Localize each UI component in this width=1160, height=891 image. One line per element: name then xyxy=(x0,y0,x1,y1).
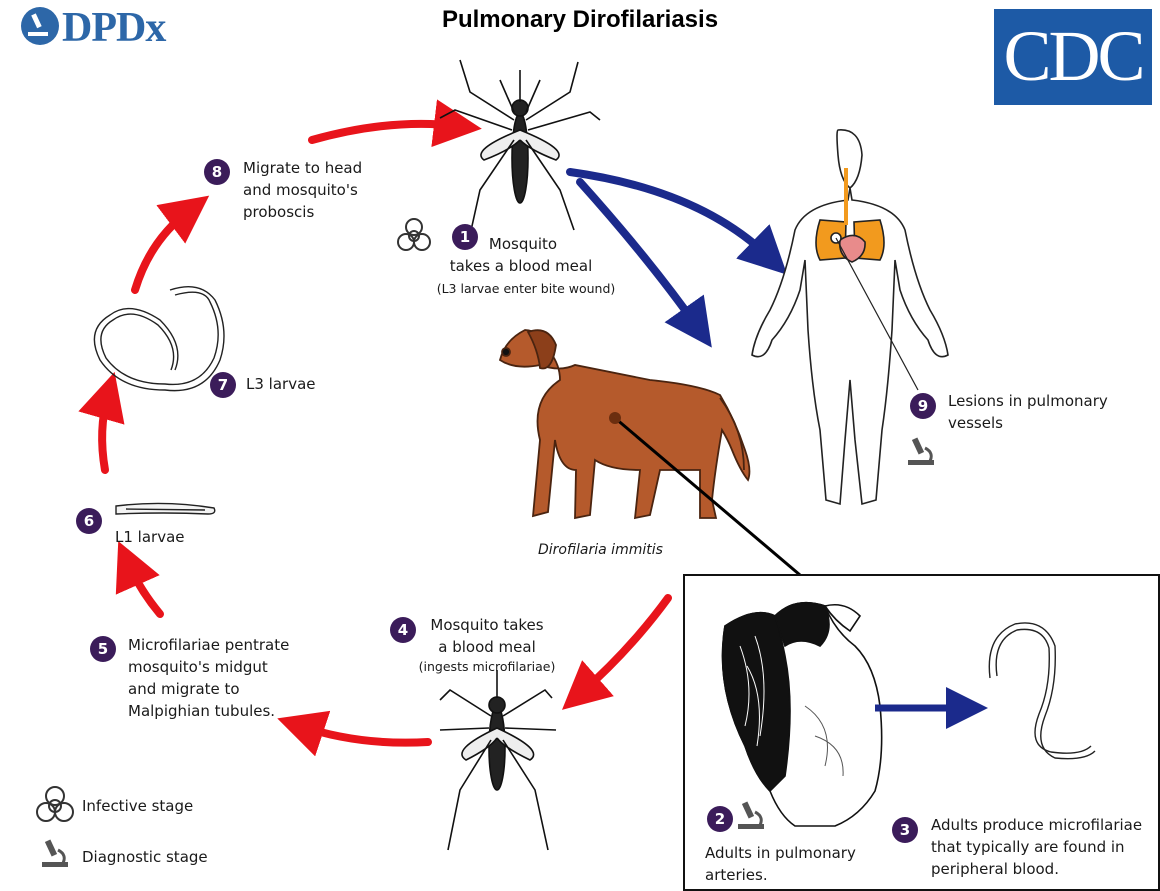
arrow-7-to-8 xyxy=(135,210,190,290)
step-2-microscope-icon xyxy=(738,801,764,829)
dog-illustration xyxy=(500,330,749,518)
species-label: Dirofilaria immitis xyxy=(538,540,663,560)
step-8-text-line1: Migrate to head xyxy=(243,158,362,178)
step-badge-3: 3 xyxy=(892,817,918,843)
arrow-8-to-1 xyxy=(312,124,458,140)
step-3-text-line1: Adults produce microfilariae xyxy=(931,815,1142,835)
step-9-text-line2: vessels xyxy=(948,413,1003,433)
mosquito-bottom-illustration xyxy=(440,670,556,850)
step-badge-9: 9 xyxy=(910,393,936,419)
step-badge-2: 2 xyxy=(707,806,733,832)
step-7-text: L3 larvae xyxy=(246,374,316,394)
step-badge-7: 7 xyxy=(210,372,236,398)
heart-illustration xyxy=(723,603,882,826)
step-badge-1: 1 xyxy=(452,224,478,250)
arrow-3-to-4 xyxy=(580,598,668,694)
step-5-text-line4: Malpighian tubules. xyxy=(128,701,275,721)
step-5-text-line1: Microfilariae pentrate xyxy=(128,635,289,655)
step-4-text-line2: a blood meal xyxy=(412,637,562,657)
mosquito-top-illustration xyxy=(440,60,600,235)
step-3-text-line3: peripheral blood. xyxy=(931,859,1059,879)
step-1-text-line2: takes a blood meal xyxy=(446,256,596,276)
step-3-text-line2: that typically are found in xyxy=(931,837,1125,857)
step-4-note: (ingests microfilariae) xyxy=(402,659,572,675)
l3-larva-illustration xyxy=(94,287,224,391)
arrow-5-to-6 xyxy=(128,563,160,614)
step-4-text-line1: Mosquito takes xyxy=(412,615,562,635)
cdc-logo-text: CDC xyxy=(994,15,1152,97)
step-1-text-line1: Mosquito xyxy=(478,234,568,254)
cdc-logo: CDC xyxy=(994,9,1152,105)
step-5-text-line3: and migrate to xyxy=(128,679,240,699)
step-badge-6: 6 xyxy=(76,508,102,534)
step-6-text: L1 larvae xyxy=(115,527,185,547)
arrow-4-to-5 xyxy=(300,726,428,743)
step-9-microscope-icon xyxy=(908,437,934,465)
legend-biohazard-icon xyxy=(37,787,73,821)
microfilaria-illustration xyxy=(989,623,1095,759)
host-arrows xyxy=(570,172,770,328)
arrow-mosquito-to-human xyxy=(570,172,770,258)
arrow-6-to-7 xyxy=(102,395,108,470)
legend-infective-label: Infective stage xyxy=(82,796,193,816)
page-title: Pulmonary Dirofilariasis xyxy=(0,6,1160,34)
step-9-text-line1: Lesions in pulmonary xyxy=(948,391,1108,411)
step-badge-5: 5 xyxy=(90,636,116,662)
legend-microscope-icon xyxy=(42,839,68,867)
step-2-text-line1: Adults in pulmonary xyxy=(705,843,856,863)
step-1-note: (L3 larvae enter bite wound) xyxy=(426,281,626,297)
inset-panel: 2 Adults in pulmonary arteries. 3 Adults… xyxy=(683,574,1160,891)
step-badge-8: 8 xyxy=(204,159,230,185)
step-8-text-line2: and mosquito's xyxy=(243,180,358,200)
legend-diagnostic-label: Diagnostic stage xyxy=(82,847,208,867)
step-5-text-line2: mosquito's midgut xyxy=(128,657,268,677)
step-8-text-line3: proboscis xyxy=(243,202,314,222)
step-1-biohazard-icon xyxy=(398,219,430,250)
step-2-text-line2: arteries. xyxy=(705,865,768,885)
l1-larva-illustration xyxy=(116,503,215,514)
